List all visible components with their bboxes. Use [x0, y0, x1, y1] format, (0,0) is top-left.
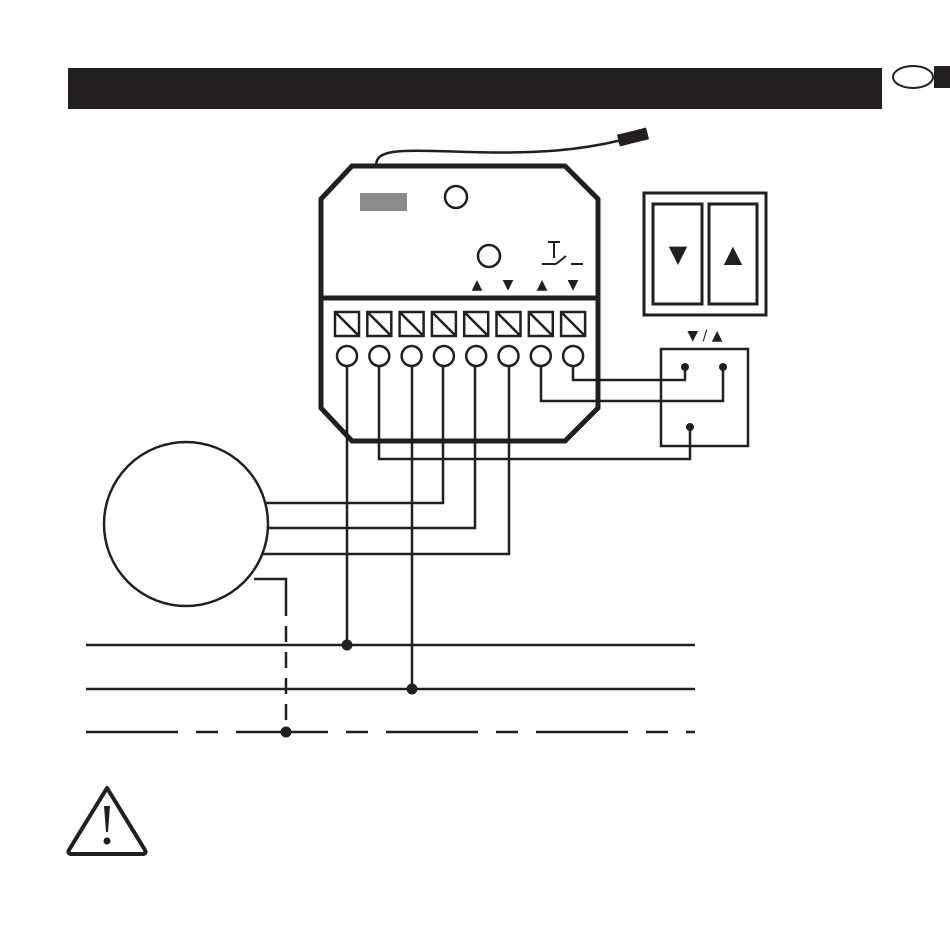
terminal-screw-2	[367, 312, 391, 336]
marker-down-2: ▼	[568, 277, 579, 293]
terminal-hole-4	[434, 346, 454, 366]
display-window-icon	[360, 193, 407, 211]
terminal-screw-1	[335, 312, 359, 336]
program-button	[478, 245, 500, 267]
language-badge-icon	[893, 66, 950, 88]
switch-terminal-label: ▼ / ▲	[687, 328, 722, 344]
terminal-screw-8	[561, 312, 585, 336]
marker-up-1: ▲	[472, 277, 483, 293]
marker-up-2: ▲	[537, 277, 548, 293]
terminal-hole-6	[499, 346, 519, 366]
terminal-screw-5	[464, 312, 488, 336]
terminal-screw-6	[497, 312, 521, 336]
terminal-hole-1	[337, 346, 357, 366]
terminal-hole-5	[466, 346, 486, 366]
switch-down-key: ▼	[669, 240, 688, 268]
antenna-icon	[376, 128, 649, 166]
terminal-hole-3	[402, 346, 422, 366]
led-indicator	[445, 186, 467, 208]
terminal-screw-7	[529, 312, 553, 336]
motor-icon	[104, 442, 268, 606]
wall-switch: ▼ ▲ ▼ / ▲	[644, 193, 766, 446]
terminal-hole-7	[531, 346, 551, 366]
switch-terminal-box	[661, 349, 748, 446]
terminal-hole-8	[563, 346, 583, 366]
terminal-screw-3	[400, 312, 424, 336]
terminal-hole-2	[369, 346, 389, 366]
marker-down-1: ▼	[503, 277, 514, 293]
warning-triangle-icon	[68, 788, 145, 854]
supply-lines	[86, 645, 695, 732]
switch-up-key: ▲	[724, 240, 743, 268]
terminal-screw-4	[432, 312, 456, 336]
